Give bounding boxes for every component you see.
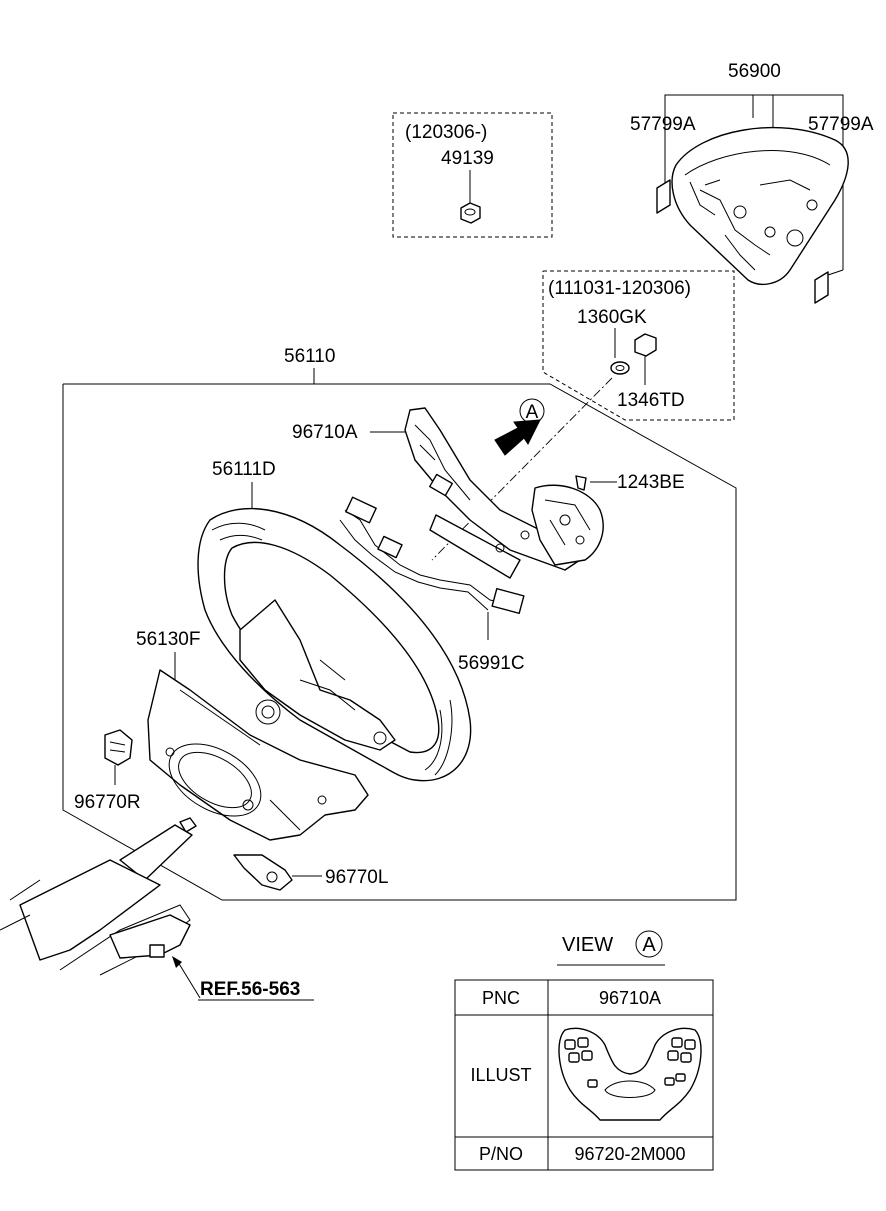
airbag-module-group: 56900 57799A 57799A	[630, 61, 874, 304]
label-96770r: 96770R	[74, 792, 141, 813]
view-a-marker	[519, 398, 545, 424]
label-1243be: 1243BE	[617, 472, 685, 493]
steering-wheel-assembly: 56110 A 96710A 1243BE 56991C 56111D	[62, 346, 737, 901]
label-96770l: 96770L	[325, 867, 388, 888]
label-ref-56-563: REF.56-563	[200, 979, 300, 1000]
label-96710a: 96710A	[292, 422, 358, 443]
switch-bracket-96710a	[404, 407, 581, 571]
view-a-section: VIEW A PNC 96710A ILLUST P/NO 96720-2M00…	[454, 930, 714, 1171]
label-56110: 56110	[284, 346, 335, 367]
label-56130f: 56130F	[136, 629, 200, 650]
label-sticker-left	[656, 179, 671, 214]
switch-illustration	[558, 1027, 702, 1121]
label-range-120306: (120306-)	[405, 122, 487, 143]
clip-96770l	[233, 854, 293, 891]
table-header-pnc: PNC	[482, 988, 520, 1008]
label-56900: 56900	[728, 61, 781, 82]
steering-column-ref: REF.56-563	[0, 817, 314, 1001]
table-value-pnc: 96710A	[599, 988, 661, 1008]
leader-56900	[664, 94, 844, 145]
table-header-pno: P/NO	[479, 1144, 523, 1164]
table-value-pno: 96720-2M000	[574, 1144, 685, 1164]
label-57799a-left: 57799A	[630, 114, 696, 135]
label-56991c: 56991C	[458, 653, 525, 674]
view-a-marker-text: A	[526, 402, 539, 423]
screw-1243be	[575, 475, 587, 491]
nut-49139-group: (120306-) 49139	[392, 112, 553, 238]
view-a-table: PNC 96710A ILLUST P/NO 96720-2M000	[454, 979, 714, 1171]
assembly-outline	[62, 383, 737, 901]
table-header-illust: ILLUST	[470, 1065, 531, 1085]
bolt-nut-group: (111031-120306) 1360GK 1346TD	[431, 270, 735, 561]
wiring-harness-56991c	[344, 509, 501, 603]
lower-cover-56130f	[147, 669, 369, 841]
variant-box-120306	[392, 112, 553, 238]
label-57799a-right: 57799A	[808, 114, 874, 135]
label-56111d: 56111D	[212, 459, 276, 480]
airbag-module	[671, 126, 849, 286]
washer-1360gk	[610, 361, 630, 375]
label-1346td: 1346TD	[617, 390, 685, 411]
label-1360gk: 1360GK	[577, 307, 647, 328]
label-range-111031-120306: (111031-120306)	[548, 278, 691, 299]
clip-96770r	[104, 729, 133, 766]
view-title-marker	[635, 930, 663, 958]
remote-switch-right	[531, 484, 604, 566]
view-title: VIEW	[562, 934, 613, 956]
view-a-arrow-icon	[494, 419, 541, 456]
nut-49139	[460, 202, 481, 224]
view-title-marker-text: A	[642, 934, 656, 956]
label-sticker-right	[814, 271, 829, 304]
label-49139: 49139	[441, 148, 494, 169]
nut-1346td	[634, 333, 657, 357]
variant-box-111031-120306	[542, 270, 735, 421]
